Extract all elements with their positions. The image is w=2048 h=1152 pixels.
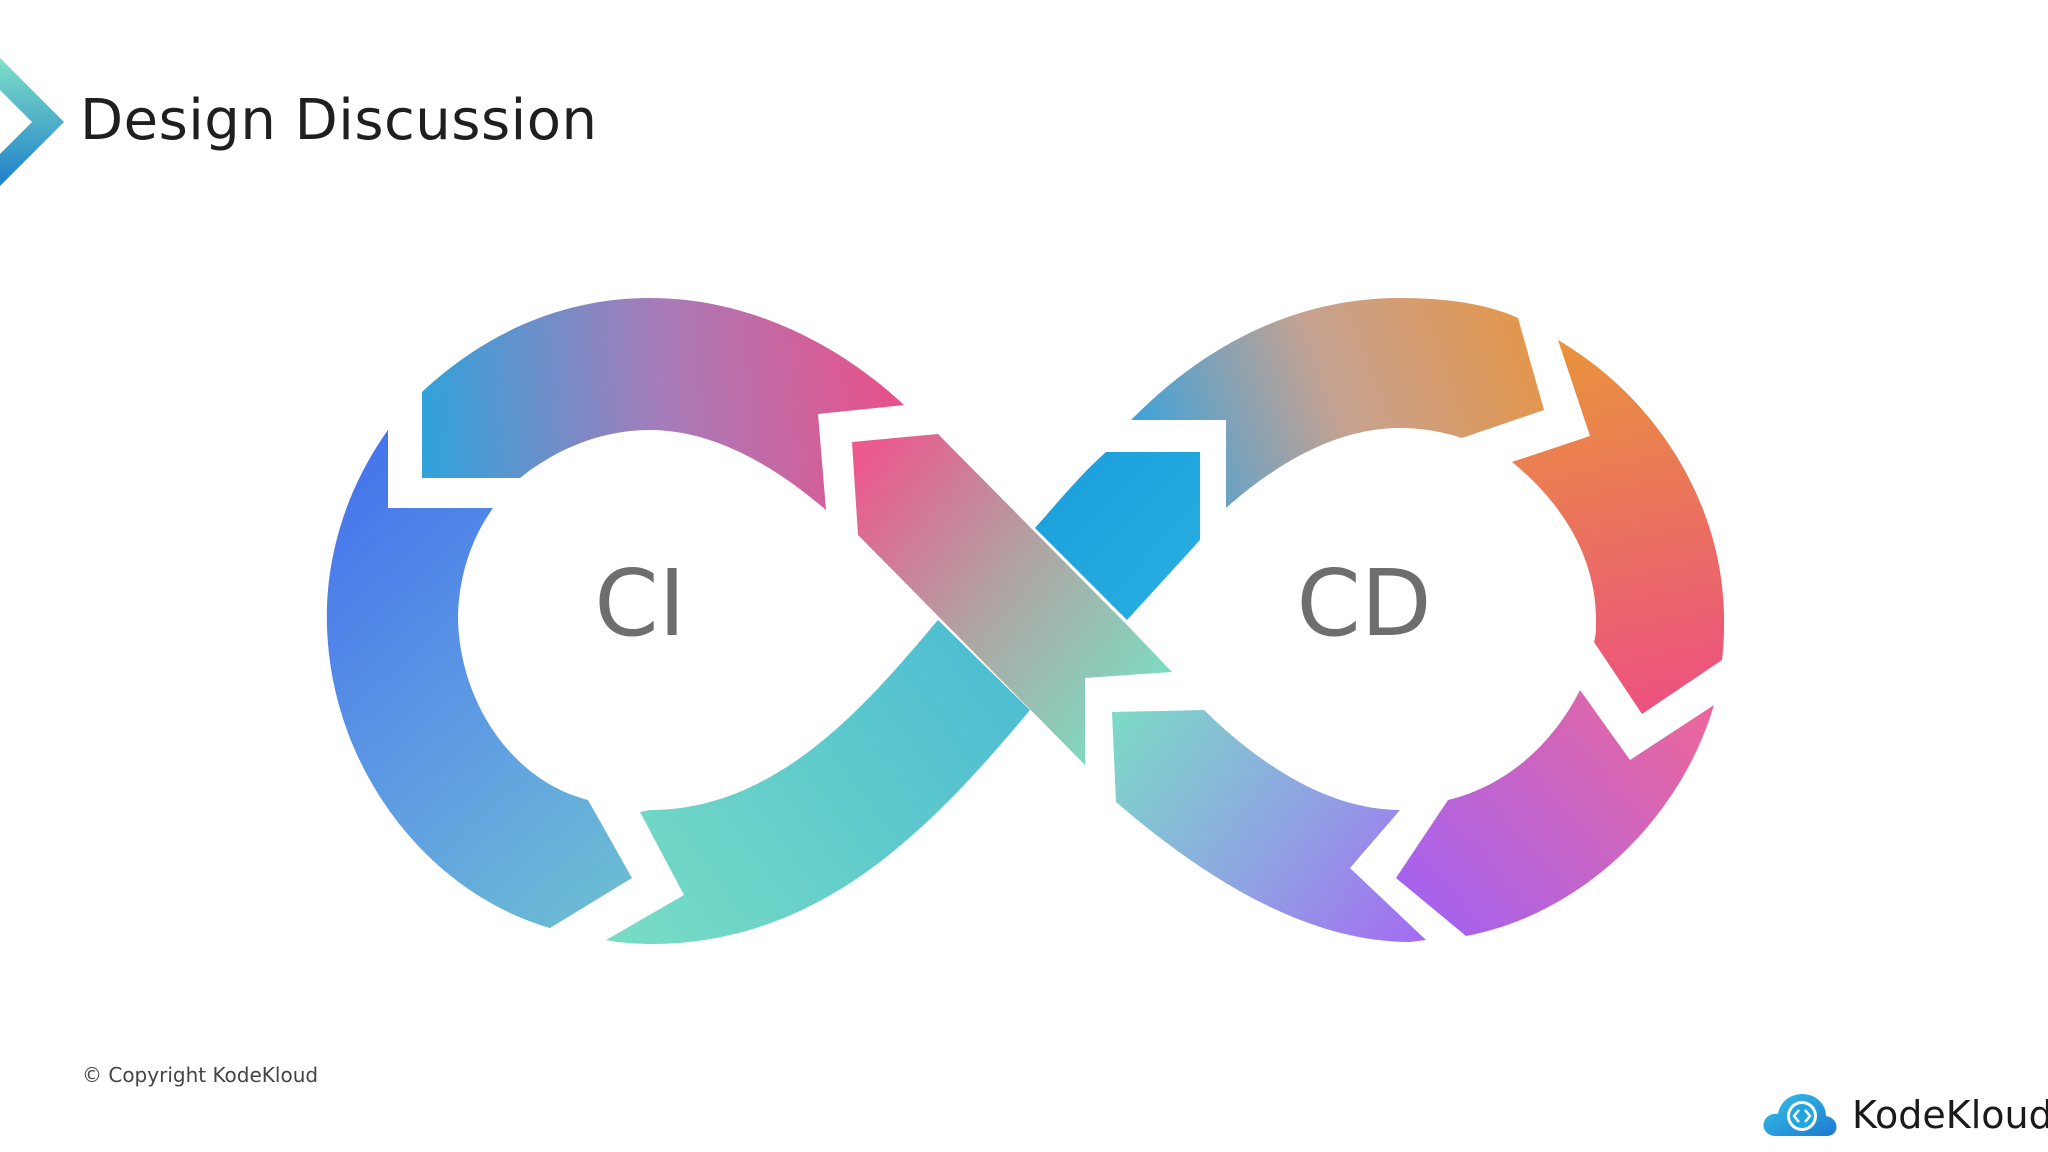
cloud-code-icon <box>1763 1094 1837 1136</box>
cd-label: CD <box>1296 550 1431 657</box>
chevron-right-icon <box>0 58 64 186</box>
ci-label: CI <box>594 550 685 657</box>
copyright-text: © Copyright KodeKloud <box>82 1063 319 1087</box>
cd-arrow-bottom-inner <box>1112 710 1426 942</box>
ci-to-cd-cross-arrow <box>852 434 1172 765</box>
ci-arrow-bottom <box>606 620 1030 944</box>
brand-name: KodeKloud <box>1852 1093 2048 1137</box>
cd-to-ci-cross-arrow <box>1035 452 1200 620</box>
cd-arrow-top <box>1131 298 1544 508</box>
cd-arrow-outer-right <box>1512 340 1725 714</box>
cd-arrow-bottom-right <box>1396 690 1714 936</box>
page-title: Design Discussion <box>80 88 598 153</box>
ci-arrow-outer-left <box>326 430 632 928</box>
ci-arrow-top <box>422 298 904 510</box>
brand: KodeKloud <box>1762 1090 2048 1140</box>
